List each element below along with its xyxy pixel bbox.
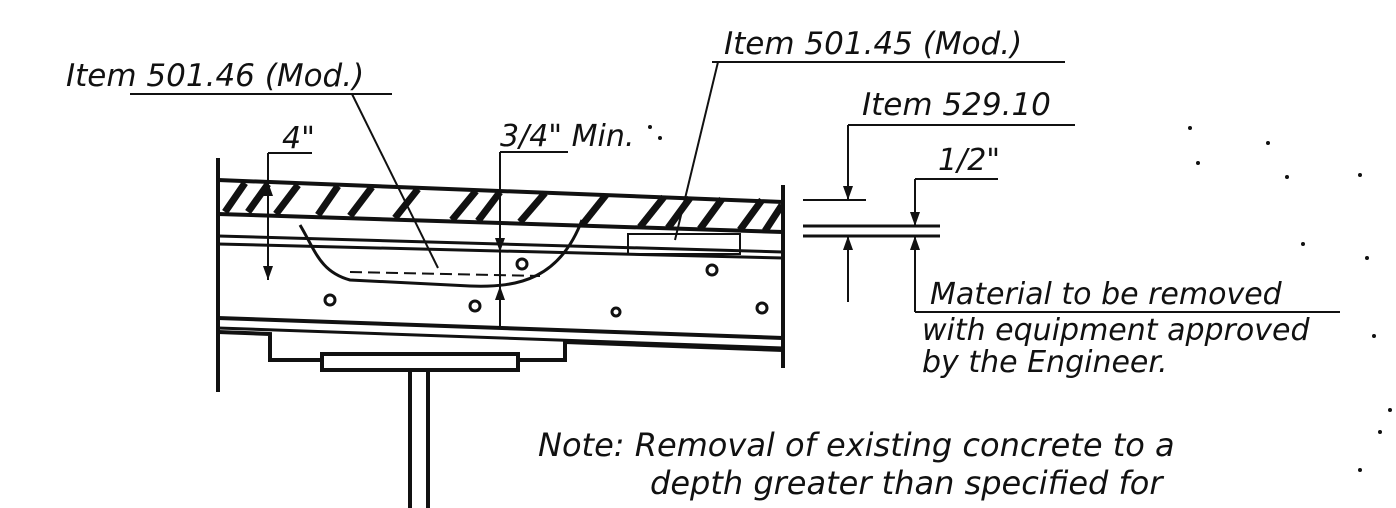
scan-speckles [648,125,1392,472]
note-line2: depth greater than specified for [650,464,1164,502]
dim-three-quarter-arrow-2 [495,286,505,300]
label-underlines [130,61,1075,180]
label-item-529-10: Item 529.10 [862,87,1051,123]
dim-4-arrow-bottom [263,266,273,280]
label-item-501-46: Item 501.46 (Mod.) [66,58,364,94]
item-529-10-dimension [803,125,940,302]
label-dim-three-quarter: 3/4" Min. [500,119,634,154]
label-dim-half: 1/2" [938,143,1000,178]
material-note-line2: with equipment approved [922,313,1310,348]
rebar-dots [323,257,769,318]
label-item-501-45: Item 501.45 (Mod.) [724,26,1022,62]
half-inch-dimension [910,179,1340,313]
label-dim-4: 4" [282,121,315,156]
material-note-line1: Material to be removed [930,277,1283,312]
overlay-hatching [222,181,785,233]
deck-slab [216,158,785,508]
overlay-block [627,233,741,255]
patch-dashed-line [349,271,541,277]
material-note-line3: by the Engineer. [922,345,1168,380]
note-line1: Note: Removal of existing concrete to a [538,426,1175,464]
patch-outline [298,219,584,288]
leader-501-46 [351,93,439,269]
